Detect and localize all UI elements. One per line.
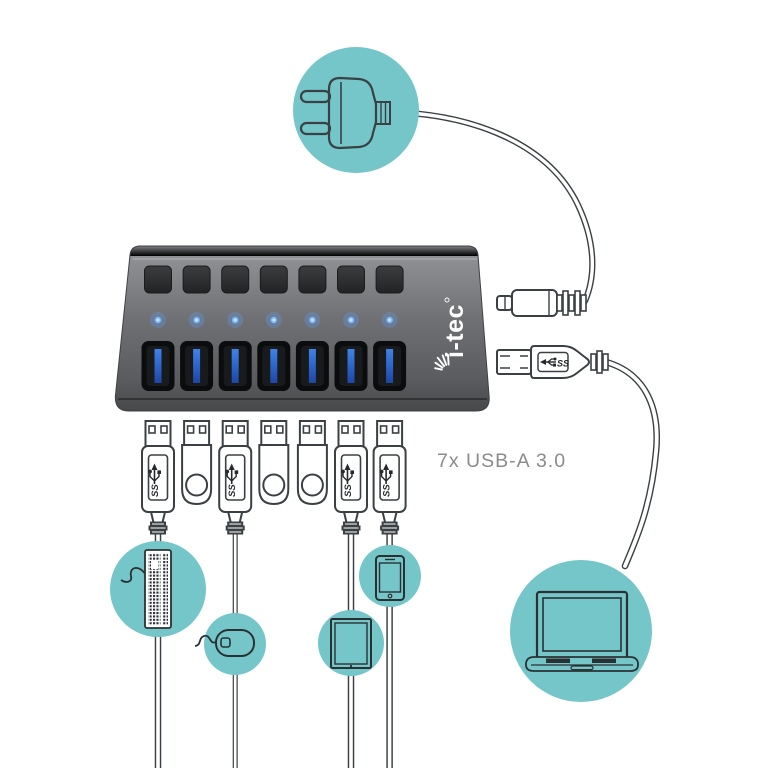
svg-text:SS: SS: [150, 484, 161, 497]
usb-port: [373, 341, 407, 391]
usb-port: [295, 341, 329, 391]
usb-port: [141, 341, 175, 391]
svg-text:SS: SS: [227, 484, 238, 497]
brand-registered-mark: [444, 297, 450, 303]
caption-label: 7x USB-A 3.0: [437, 450, 567, 472]
led-indicator: [227, 312, 244, 328]
power-plug-circle: [293, 47, 419, 173]
usb-hub: i-tec: [114, 245, 490, 412]
ss-usb-logo: SS: [379, 463, 393, 497]
usb-a-plug: SS: [218, 420, 253, 535]
ss-usb-logo: SS: [341, 463, 354, 497]
svg-text:SS: SS: [343, 484, 354, 497]
port-power-button: [144, 265, 172, 294]
usb-a-plug: SS: [372, 420, 407, 535]
port-power-button: [298, 265, 327, 294]
connectors-layer: SS SS: [141, 420, 407, 535]
brand-fan-icon: [434, 353, 450, 371]
power-cable: [386, 108, 596, 305]
tablet-icon: [330, 618, 372, 669]
uplink-connectors: SS: [496, 289, 609, 379]
brand-logo-text: i-tec: [441, 304, 469, 358]
usb-port: [334, 341, 368, 391]
phone-icon: [375, 555, 405, 601]
usb-b-cable: [602, 358, 660, 570]
mouse-circle: [204, 613, 266, 675]
port-power-button: [182, 265, 211, 294]
hub-leds: [150, 312, 398, 328]
hub-buttons: [144, 265, 404, 294]
port-power-button: [337, 265, 365, 294]
brand-logo: i-tec: [434, 297, 469, 371]
dc-barrel-connector: [496, 289, 587, 317]
usb-b-ss-text: SS: [557, 359, 569, 369]
usb-flash-drive: [258, 420, 290, 506]
led-indicator: [150, 312, 166, 328]
usb-port: [218, 341, 252, 391]
usb-a-plug: SS: [334, 420, 368, 535]
usb-port: [180, 341, 214, 391]
ss-usb-logo: SS: [225, 463, 238, 497]
led-indicator: [381, 312, 398, 328]
usb-b-plug: SS: [496, 345, 609, 379]
led-indicator: [265, 312, 282, 328]
usb-a-plug: SS: [141, 420, 175, 535]
port-power-button: [259, 265, 288, 294]
led-indicator: [343, 312, 359, 328]
mouse-icon: [194, 629, 255, 657]
keyboard-icon: [120, 549, 172, 629]
usb-port: [257, 341, 291, 391]
port-power-button: [375, 265, 404, 294]
usb-flash-drive: [296, 420, 328, 506]
laptop-circle: [510, 560, 652, 702]
device-icons: [120, 76, 639, 672]
hub-ports: [141, 341, 407, 391]
ss-usb-logo: SS: [148, 463, 161, 497]
laptop-icon: [525, 590, 639, 672]
port-power-button: [221, 265, 250, 294]
ss-usb-logo: SS: [540, 357, 569, 369]
phone-circle: [359, 545, 421, 607]
led-indicator: [188, 312, 205, 328]
usb-flash-drive: [181, 420, 213, 506]
led-indicator: [304, 312, 321, 328]
power-plug-icon: [299, 76, 391, 150]
svg-text:SS: SS: [382, 484, 393, 497]
